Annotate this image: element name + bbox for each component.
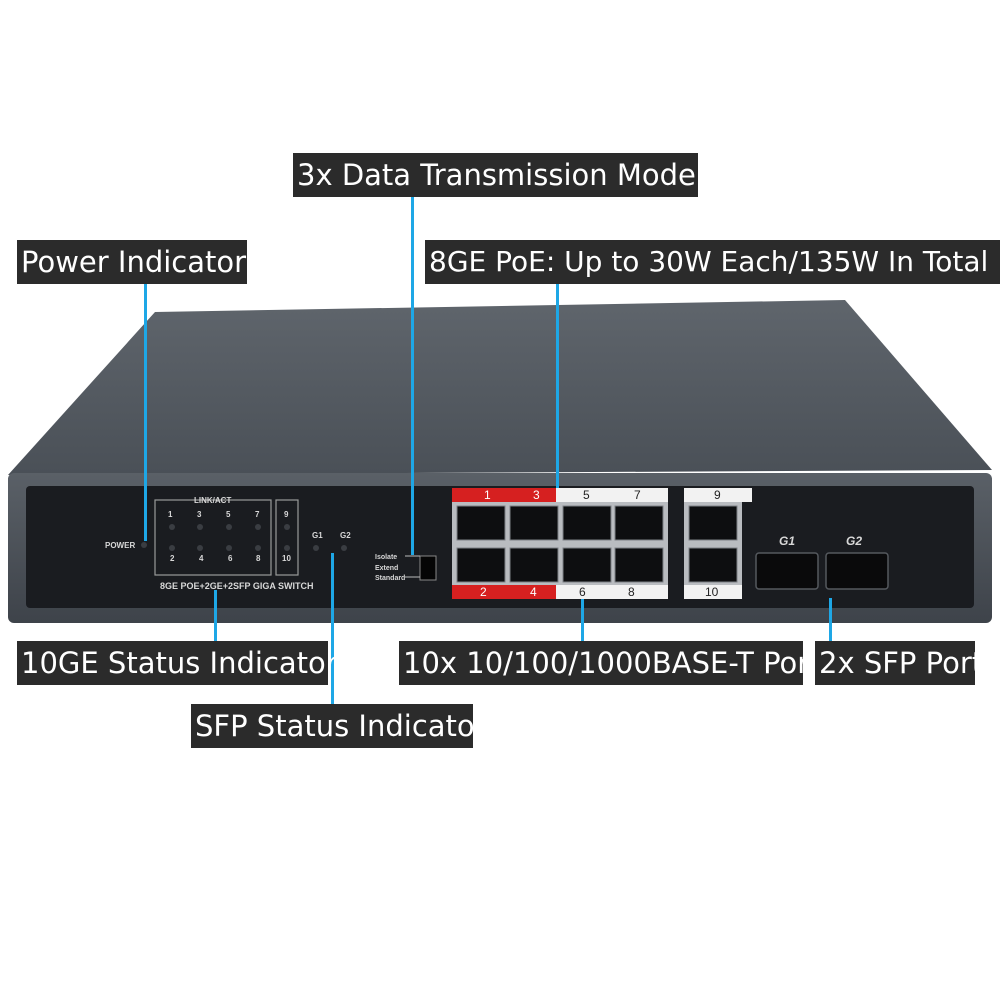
led-num-9: 9 (284, 510, 289, 519)
label-strip-bottom (556, 585, 668, 599)
led-num-6: 6 (228, 554, 233, 563)
leader-sfp-port (829, 598, 832, 642)
port-num-8: 8 (628, 585, 635, 599)
poe-label-strip-bottom (452, 585, 556, 599)
led-block-outline-uplink (275, 499, 299, 576)
sfp-cage-g2[interactable] (825, 552, 889, 590)
switch-top-cover (8, 300, 992, 475)
port-num-9: 9 (714, 488, 721, 502)
link-act-label: LINK/ACT (194, 496, 231, 505)
led-num-3: 3 (197, 510, 202, 519)
led-num-5: 5 (226, 510, 231, 519)
led-num-8: 8 (256, 554, 261, 563)
leader-power (144, 283, 147, 541)
mode-extend: Extend (375, 565, 398, 572)
sfp-cage-g1[interactable] (755, 552, 819, 590)
leader-mode (411, 197, 414, 555)
port-num-10: 10 (705, 585, 719, 599)
port-num-1: 1 (484, 488, 491, 502)
label-strip-top (556, 488, 668, 502)
led-num-1: 1 (168, 510, 173, 519)
led-num-10: 10 (282, 554, 291, 563)
sfp-led-g2: G2 (340, 531, 351, 540)
led-num-7: 7 (255, 510, 260, 519)
led-num-4: 4 (199, 554, 204, 563)
leader-ports (581, 599, 584, 641)
model-label: 8GE POE+2GE+2SFP GIGA SWITCH (160, 581, 314, 591)
callout-power-indicator: Power Indicator (17, 240, 247, 284)
callout-sfp-port: 2x SFP Port (815, 641, 983, 685)
uplink-label-top (684, 488, 752, 502)
poe-label-strip-top (452, 488, 556, 502)
leader-status10 (214, 590, 217, 642)
port-num-2: 2 (480, 585, 487, 599)
leader-sfp-status (331, 553, 334, 705)
port-num-5: 5 (583, 488, 590, 502)
sfp-label-g1: G1 (779, 534, 795, 548)
callout-ports: 10x 10/100/1000BASE-T Port (399, 641, 821, 685)
callout-sfp-status: SFP Status Indicator (191, 704, 487, 748)
port-num-7: 7 (634, 488, 641, 502)
mode-switch[interactable] (419, 555, 437, 581)
rj45-ports[interactable] (456, 505, 738, 583)
callout-poe: 8GE PoE: Up to 30W Each/135W In Total (425, 240, 1000, 284)
port-num-3: 3 (533, 488, 540, 502)
leader-poe (556, 283, 559, 488)
callout-transmission-mode: 3x Data Transmission Mode (293, 153, 698, 197)
sfp-label-g2: G2 (846, 534, 862, 548)
mode-isolate: Isolate (375, 554, 397, 561)
mode-standard: Standard (375, 575, 405, 582)
power-label: POWER (105, 541, 135, 550)
port-num-4: 4 (530, 585, 537, 599)
led-block-outline (154, 499, 272, 576)
callout-status-indicator: 10GE Status Indicator (17, 641, 338, 685)
sfp-led-g1: G1 (312, 531, 323, 540)
led-dots (141, 524, 347, 551)
port-num-6: 6 (579, 585, 586, 599)
led-num-2: 2 (170, 554, 175, 563)
uplink-label-bottom (684, 585, 742, 599)
